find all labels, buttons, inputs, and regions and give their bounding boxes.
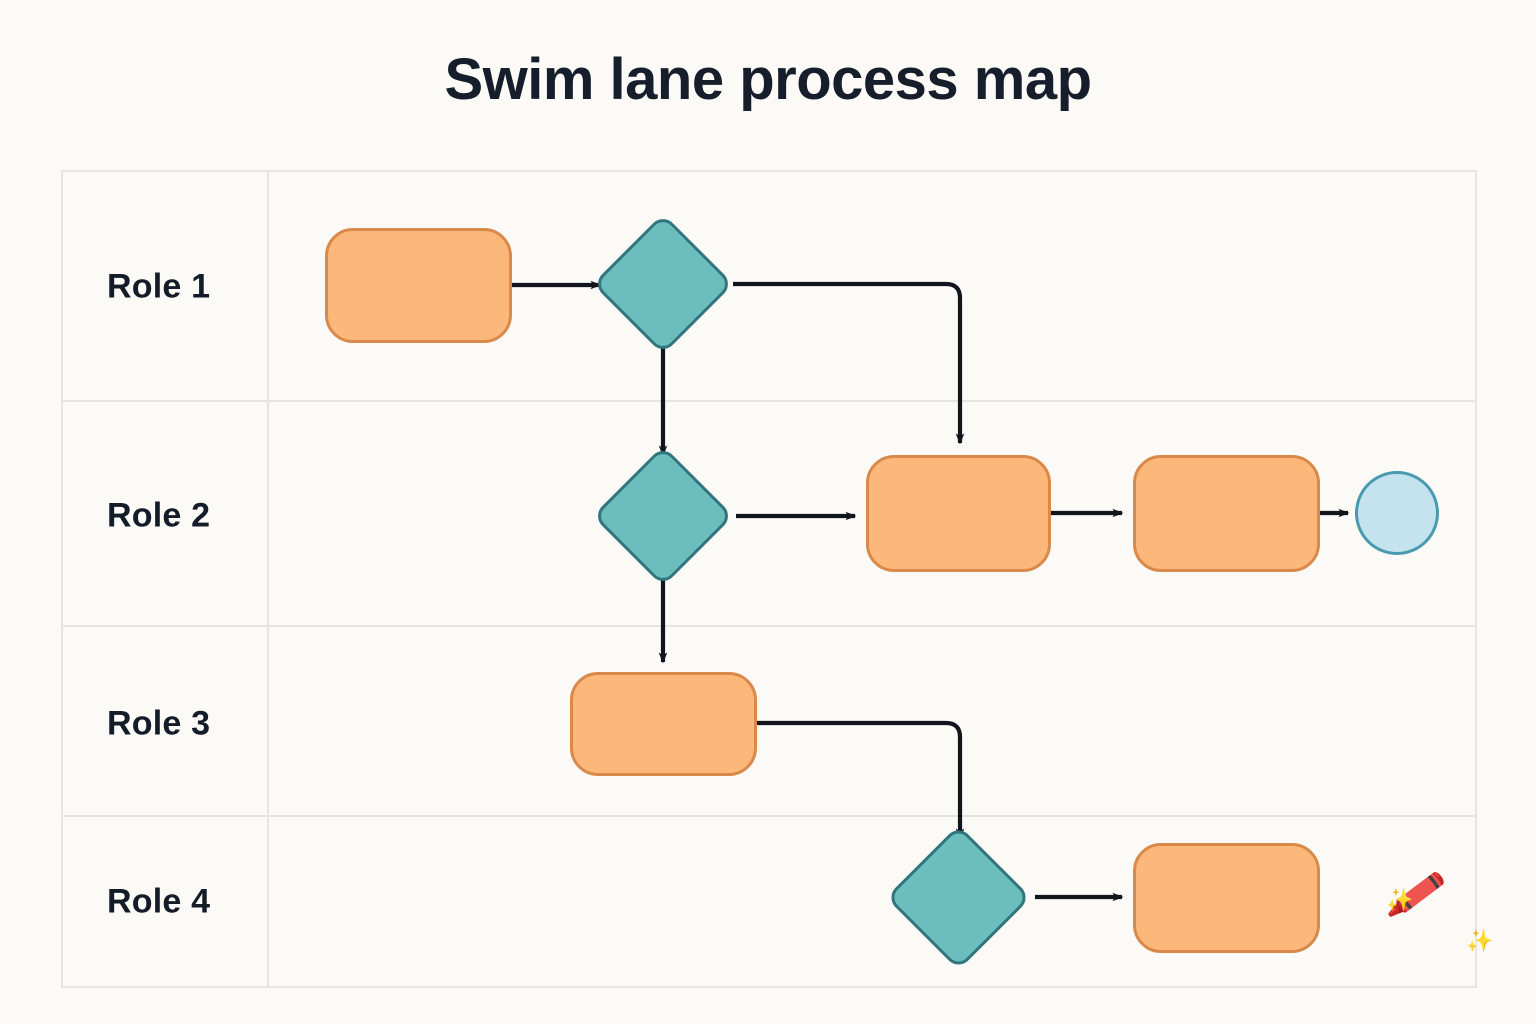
lane-divider-1 xyxy=(63,400,1475,402)
lane-label-role-3: Role 3 xyxy=(107,704,211,743)
swimlane-grid: Role 1 Role 2 Role 3 Role 4 xyxy=(61,170,1477,988)
connector-n2-n4 xyxy=(733,281,965,445)
process-node-role2-2[interactable] xyxy=(1133,455,1320,572)
process-node-role4-1[interactable] xyxy=(1133,843,1320,953)
process-node-role1-1[interactable] xyxy=(325,228,512,343)
end-node-role2[interactable] xyxy=(1355,471,1439,555)
lane-label-column-divider xyxy=(267,172,269,986)
sparkle-icon-left: ✨ xyxy=(1386,887,1414,912)
lane-divider-2 xyxy=(63,625,1475,627)
process-node-role2-1[interactable] xyxy=(866,455,1051,572)
lane-label-role-2: Role 2 xyxy=(107,496,211,535)
lane-label-role-4: Role 4 xyxy=(107,882,211,921)
lane-divider-3 xyxy=(63,815,1475,817)
connector-n7-n8 xyxy=(757,720,965,840)
process-node-role3-1[interactable] xyxy=(570,672,757,776)
lane-label-role-1: Role 1 xyxy=(107,267,211,306)
sparkle-icon-right: ✨ xyxy=(1466,928,1494,953)
page-title: Swim lane process map xyxy=(444,47,1092,112)
